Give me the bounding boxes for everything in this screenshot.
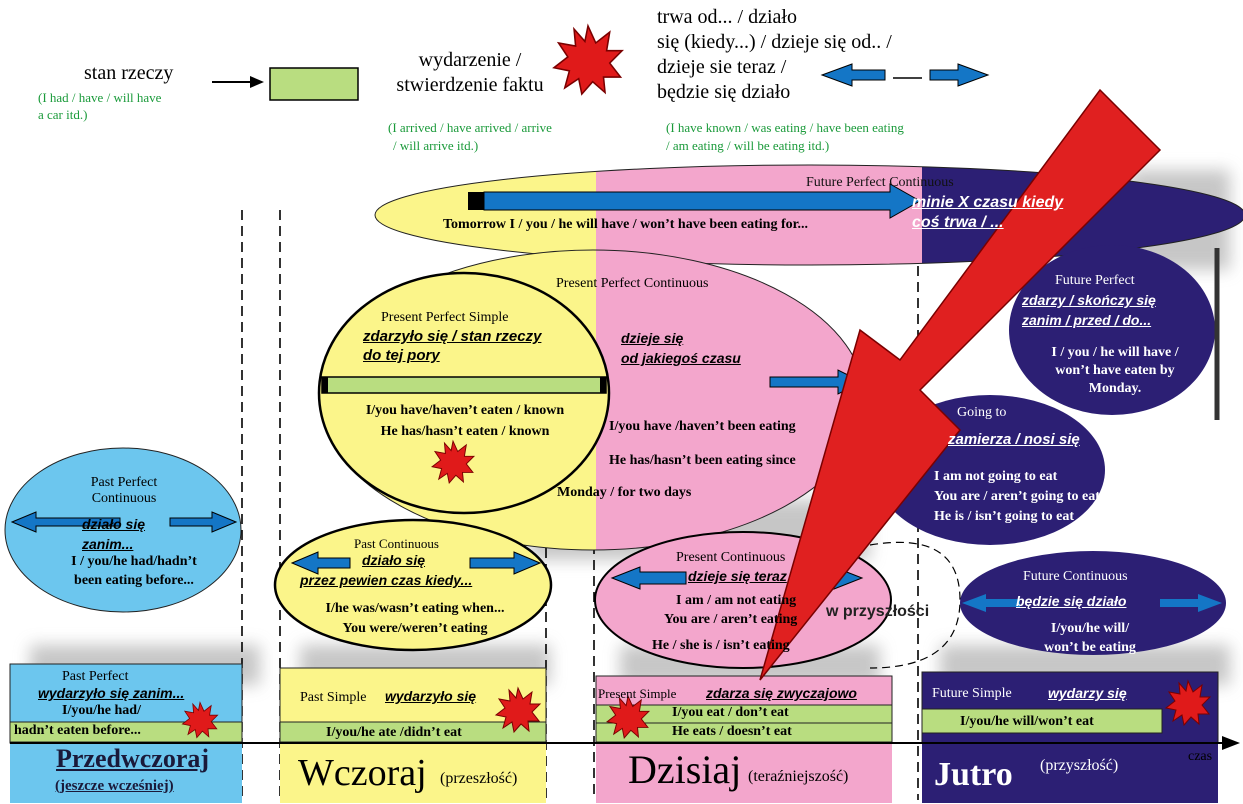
- going-to-title: Going to: [957, 405, 1007, 420]
- dzisiaj-label: Dzisiaj: [628, 747, 742, 792]
- going-to-desc: zamierza / nosi się: [948, 431, 1080, 448]
- prc-arrow-left: [610, 566, 687, 590]
- future-continuous-shape: [960, 551, 1226, 655]
- jutro-note: (przyszłość): [1040, 757, 1119, 774]
- fc-title: Future Continuous: [1023, 569, 1128, 584]
- prc-title: Present Continuous: [676, 550, 786, 565]
- dzisiaj-box: [596, 743, 892, 803]
- fc-arrow-left: [962, 594, 1020, 612]
- legend-duration-arrow-left: [820, 63, 886, 87]
- legend-event-starburst: [553, 25, 623, 95]
- pc-arrow-left: [290, 551, 351, 575]
- pc-examples: I/he was/wasn’t eating when... You were/…: [325, 601, 505, 636]
- future-arrangement-dashed-outline: [869, 541, 961, 669]
- fp-title: Future Perfect: [1055, 273, 1135, 288]
- prc-example-2: You are / aren’t eating: [664, 612, 798, 627]
- future-simple-desc: wydarzy się: [1048, 685, 1127, 701]
- prc-example-1: I am / am not eating: [676, 593, 797, 608]
- pps-state-bar: [321, 376, 607, 394]
- ppcont-arrow-left: [10, 511, 121, 533]
- przedwczoraj-label: Przedwczoraj: [56, 744, 210, 773]
- legend-state-label: stan rzeczy: [84, 62, 174, 84]
- legend-arrow-head: [250, 76, 264, 88]
- fpc-arrow-start: [468, 192, 484, 210]
- legend-duration-label: trwa od... / działo się (kiedy...) / dzi…: [657, 6, 892, 103]
- time-axis-arrowhead: [1222, 736, 1240, 750]
- past-simple-example: I/you/he ate /didn’t eat: [326, 725, 462, 740]
- fpc-example: Tomorrow I / you / he will have / won’t …: [443, 217, 809, 232]
- legend-duration-arrow-right: [929, 63, 990, 87]
- past-perfect-continuous-shape: [4, 447, 242, 613]
- legend-event-label: wydarzenie / stwierdzenie faktu: [396, 49, 544, 96]
- future-simple-title: Future Simple: [932, 686, 1012, 701]
- fpc-title: Future Perfect Continuous: [806, 175, 954, 190]
- jutro-label: Jutro: [934, 756, 1013, 793]
- pps-examples: I/you have/haven’t eaten / known He has/…: [365, 403, 565, 439]
- wczoraj-box: [280, 743, 546, 803]
- pc-arrow-right: [469, 551, 542, 575]
- prc-example-3: He / she is / isn’t eating: [652, 638, 790, 653]
- present-simple-example-2: He eats / doesn’t eat: [672, 724, 792, 739]
- fc-arrow-right: [1160, 594, 1222, 612]
- past-simple-desc: wydarzyło się: [385, 688, 477, 704]
- prc-desc: dzieje się teraz: [688, 568, 787, 584]
- fc-examples: I/you/he will/ won’t be eating: [1044, 621, 1136, 655]
- ppc-example-1: I/you have /haven’t been eating: [609, 419, 796, 434]
- fp-desc: zdarzy / skończy się zanim / przed / do.…: [1022, 292, 1156, 328]
- past-perfect-example-1: I/you/he had/: [62, 703, 141, 718]
- ppcont-arrow-right: [169, 511, 238, 533]
- ppcont-desc: działo się zanim...: [82, 516, 146, 552]
- fpc-long-arrow: [483, 183, 922, 219]
- past-perfect-title: Past Perfect: [62, 669, 129, 684]
- legend-event-examples: (I arrived / have arrived / arrive / wil…: [388, 120, 552, 153]
- present-simple-desc: zdarza się zwyczajowo: [706, 685, 857, 701]
- ppcont-examples: I / you/he had/hadn’t been eating before…: [71, 554, 197, 588]
- wczoraj-label: Wczoraj: [298, 752, 427, 794]
- ppc-example-3: Monday / for two days: [557, 485, 692, 500]
- legend-duration-examples: (I have known / was eating / have been e…: [666, 120, 904, 153]
- going-to-examples: I am not going to eat You are / aren’t g…: [934, 469, 1100, 524]
- future-simple-green-band: [921, 708, 1163, 734]
- legend-state-rect: [269, 67, 359, 101]
- future-simple-example: I/you/he will/won’t eat: [960, 714, 1094, 729]
- ppc-title: Present Perfect Continuous: [556, 276, 709, 291]
- pc-desc-2: przez pewien czas kiedy...: [300, 572, 473, 588]
- wczoraj-note: (przeszłość): [440, 770, 518, 787]
- ppc-example-2: He has/hasn’t been eating since: [609, 453, 796, 468]
- past-perfect-example-2: hadn’t eaten before...: [14, 723, 141, 738]
- przedwczoraj-note: (jeszcze wcześniej): [55, 778, 174, 794]
- past-continuous-shape: [273, 518, 553, 652]
- present-simple-title: Present Simple: [598, 686, 677, 701]
- ppcont-title: Past Perfect Continuous: [90, 475, 158, 506]
- present-simple-example-1: I/you eat / don’t eat: [672, 705, 789, 720]
- prc-future-note: w przyszłości: [826, 603, 930, 620]
- pps-title: Present Perfect Simple: [381, 310, 509, 325]
- fpc-desc: minie X czasu kiedy coś trwa / ...: [912, 194, 1064, 231]
- pps-desc: zdarzyło się / stan rzeczy do tej pory: [363, 328, 542, 364]
- pc-title: Past Continuous: [354, 536, 439, 551]
- past-simple-title: Past Simple: [300, 690, 367, 705]
- pc-desc-1: działo się: [362, 552, 426, 568]
- future-perfect-shape: [1009, 245, 1215, 415]
- fc-desc: będzie się działo: [1016, 593, 1127, 609]
- dzisiaj-note: (teraźniejszość): [748, 768, 849, 785]
- axis-label: czas: [1188, 749, 1213, 764]
- legend-state-examples: (I had / have / will have a car itd.): [38, 90, 162, 122]
- past-perfect-desc: wydarzyło się zanim...: [38, 685, 185, 701]
- ppc-desc: dzieje się od jakiegoś czasu: [621, 330, 741, 366]
- przedwczoraj-box: [10, 743, 242, 803]
- jutro-box: [922, 743, 1218, 803]
- big-red-arrow: [759, 88, 1162, 681]
- fp-examples: I / you / he will have / won’t have eate…: [1051, 345, 1179, 396]
